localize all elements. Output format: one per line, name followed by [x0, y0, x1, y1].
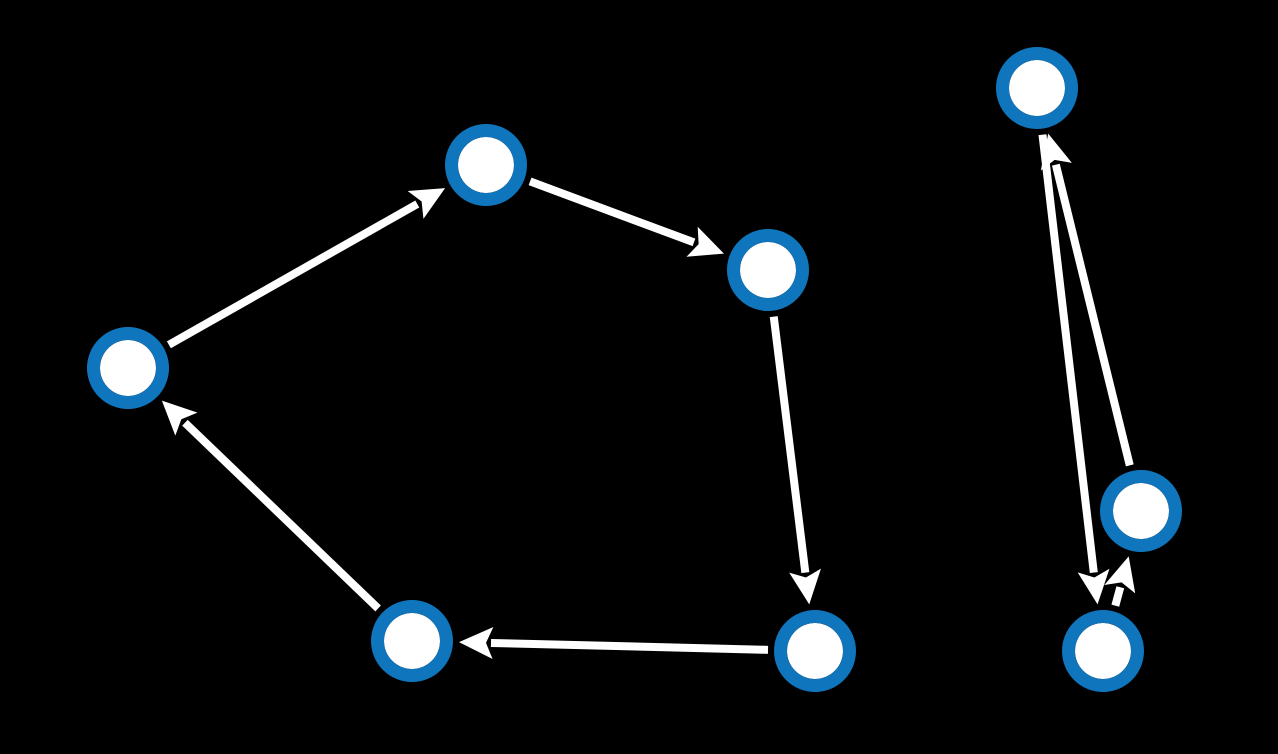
graph-node-n6[interactable] [1062, 610, 1144, 692]
graph-arrowhead-n7-to-n8 [458, 627, 494, 659]
graph-node-ring [996, 47, 1078, 129]
graph-node-core [740, 242, 796, 298]
graph-node-core [458, 137, 514, 193]
graph-edge-n1-to-n2[interactable] [166, 200, 420, 349]
graph-node-n7[interactable] [774, 610, 856, 692]
edge-layer [161, 133, 1136, 659]
graph-node-ring [371, 600, 453, 682]
graph-edge-n5-to-n4[interactable] [1051, 163, 1134, 467]
graph-edge-n6-to-n5[interactable] [1111, 586, 1125, 607]
graph-node-core [100, 340, 156, 396]
graph-arrowhead-n8-to-n1 [161, 400, 198, 436]
graph-node-n2[interactable] [445, 124, 527, 206]
graph-node-n8[interactable] [371, 600, 453, 682]
graph-edge-n3-to-n7[interactable] [769, 316, 810, 574]
graph-node-core [1075, 623, 1131, 679]
graph-edge-n8-to-n1[interactable] [182, 419, 381, 612]
graph-edge-n7-to-n8[interactable] [490, 638, 769, 654]
node-layer [87, 47, 1182, 692]
graph-arrowhead-n5-to-n4 [1040, 133, 1072, 171]
graph-edge-n2-to-n3[interactable] [528, 177, 696, 247]
graph-arrowhead-n3-to-n7 [789, 568, 821, 605]
graph-node-core [1113, 483, 1169, 539]
graph-node-ring [445, 124, 527, 206]
graph-arrowhead-n6-to-n5 [1104, 556, 1136, 594]
graph-node-ring [774, 610, 856, 692]
graph-node-n5[interactable] [1100, 470, 1182, 552]
graph-node-ring [1062, 610, 1144, 692]
graph-arrowhead-n1-to-n2 [407, 188, 446, 219]
graph-arrowhead-n4-to-n6 [1077, 568, 1110, 605]
graph-node-n3[interactable] [727, 229, 809, 311]
graph-node-ring [1100, 470, 1182, 552]
graph-node-core [787, 623, 843, 679]
graph-node-core [384, 613, 440, 669]
graph-node-ring [87, 327, 169, 409]
graph-node-core [1009, 60, 1065, 116]
graph-arrowhead-n2-to-n3 [686, 226, 724, 257]
graph-edge-n4-to-n6[interactable] [1038, 134, 1098, 574]
graph-node-n4[interactable] [996, 47, 1078, 129]
graph-node-n1[interactable] [87, 327, 169, 409]
graph-node-ring [727, 229, 809, 311]
